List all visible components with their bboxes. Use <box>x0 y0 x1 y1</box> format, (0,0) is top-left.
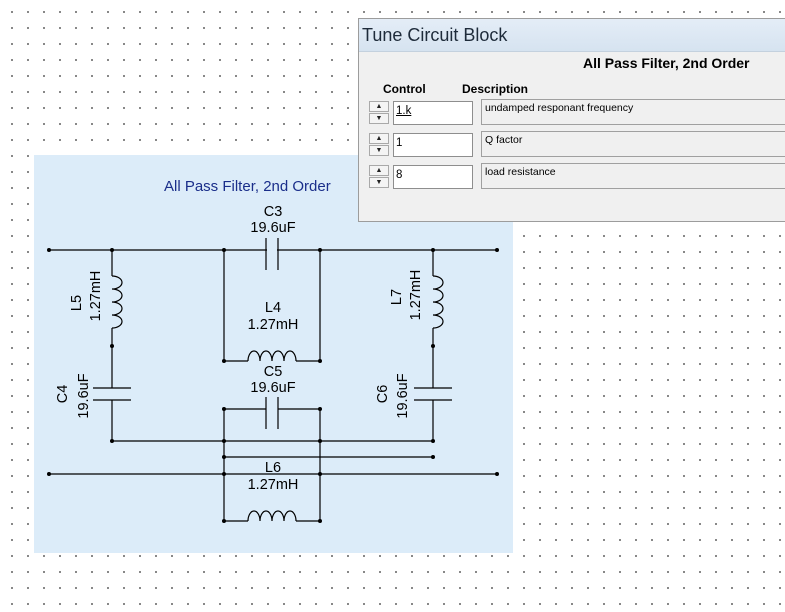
l7-value: 1.27mH <box>408 270 424 321</box>
q-factor-description: Q factor <box>481 131 785 157</box>
capacitor-c4[interactable] <box>93 387 131 441</box>
c3-value: 19.6uF <box>250 220 295 236</box>
spin-down-icon[interactable]: ▼ <box>369 145 389 156</box>
load-resistance-description: load resistance <box>481 163 785 189</box>
tune-circuit-dialog: Tune Circuit Block All Pass Filter, 2nd … <box>358 18 785 222</box>
inductor-l5[interactable] <box>111 250 123 388</box>
spin-down-icon[interactable]: ▼ <box>369 113 389 124</box>
dialog-titlebar[interactable]: Tune Circuit Block <box>359 19 785 52</box>
frequency-description: undamped responant frequency <box>481 99 785 125</box>
spin-up-icon[interactable]: ▲ <box>369 133 389 144</box>
l7-name: L7 <box>389 289 405 305</box>
spin-up-icon[interactable]: ▲ <box>369 165 389 176</box>
c5-value: 19.6uF <box>250 380 295 396</box>
dialog-title: Tune Circuit Block <box>362 25 508 45</box>
frequency-spinner[interactable]: ▲ ▼ <box>369 101 389 125</box>
load-resistance-input[interactable]: 8 <box>393 165 473 189</box>
c6-name: C6 <box>375 385 391 404</box>
q-factor-spinner[interactable]: ▲ ▼ <box>369 133 389 157</box>
load-resistance-spinner[interactable]: ▲ ▼ <box>369 165 389 189</box>
dialog-heading: All Pass Filter, 2nd Order <box>583 55 750 71</box>
l5-name: L5 <box>69 295 85 311</box>
l6-value: 1.27mH <box>248 477 299 493</box>
c5-name: C5 <box>264 364 283 380</box>
param-row-frequency: ▲ ▼ 1.k undamped responant frequency <box>369 99 785 127</box>
c4-value: 19.6uF <box>76 373 92 418</box>
inductor-l7[interactable] <box>432 250 444 388</box>
capacitor-c5[interactable] <box>265 397 279 429</box>
inductor-l4[interactable] <box>247 350 297 362</box>
param-row-load-resistance: ▲ ▼ 8 load resistance <box>369 163 785 191</box>
control-column-header: Control <box>383 82 426 96</box>
capacitor-c3[interactable] <box>265 238 279 270</box>
l6-name: L6 <box>265 460 281 476</box>
spin-down-icon[interactable]: ▼ <box>369 177 389 188</box>
capacitor-c6[interactable] <box>414 387 452 441</box>
junction-nodes <box>47 248 499 523</box>
inductor-l6[interactable] <box>247 510 297 522</box>
schematic-title: All Pass Filter, 2nd Order <box>164 178 331 195</box>
l4-value: 1.27mH <box>248 317 299 333</box>
c3-name: C3 <box>264 204 283 220</box>
c4-name: C4 <box>55 385 71 404</box>
frequency-value: 1.k <box>396 105 412 117</box>
q-factor-input[interactable]: 1 <box>393 133 473 157</box>
l5-value: 1.27mH <box>88 271 104 322</box>
c6-value: 19.6uF <box>395 373 411 418</box>
param-row-q-factor: ▲ ▼ 1 Q factor <box>369 131 785 159</box>
frequency-input[interactable]: 1.k <box>393 101 473 125</box>
l4-name: L4 <box>265 300 281 316</box>
description-column-header: Description <box>462 82 529 96</box>
spin-up-icon[interactable]: ▲ <box>369 101 389 112</box>
